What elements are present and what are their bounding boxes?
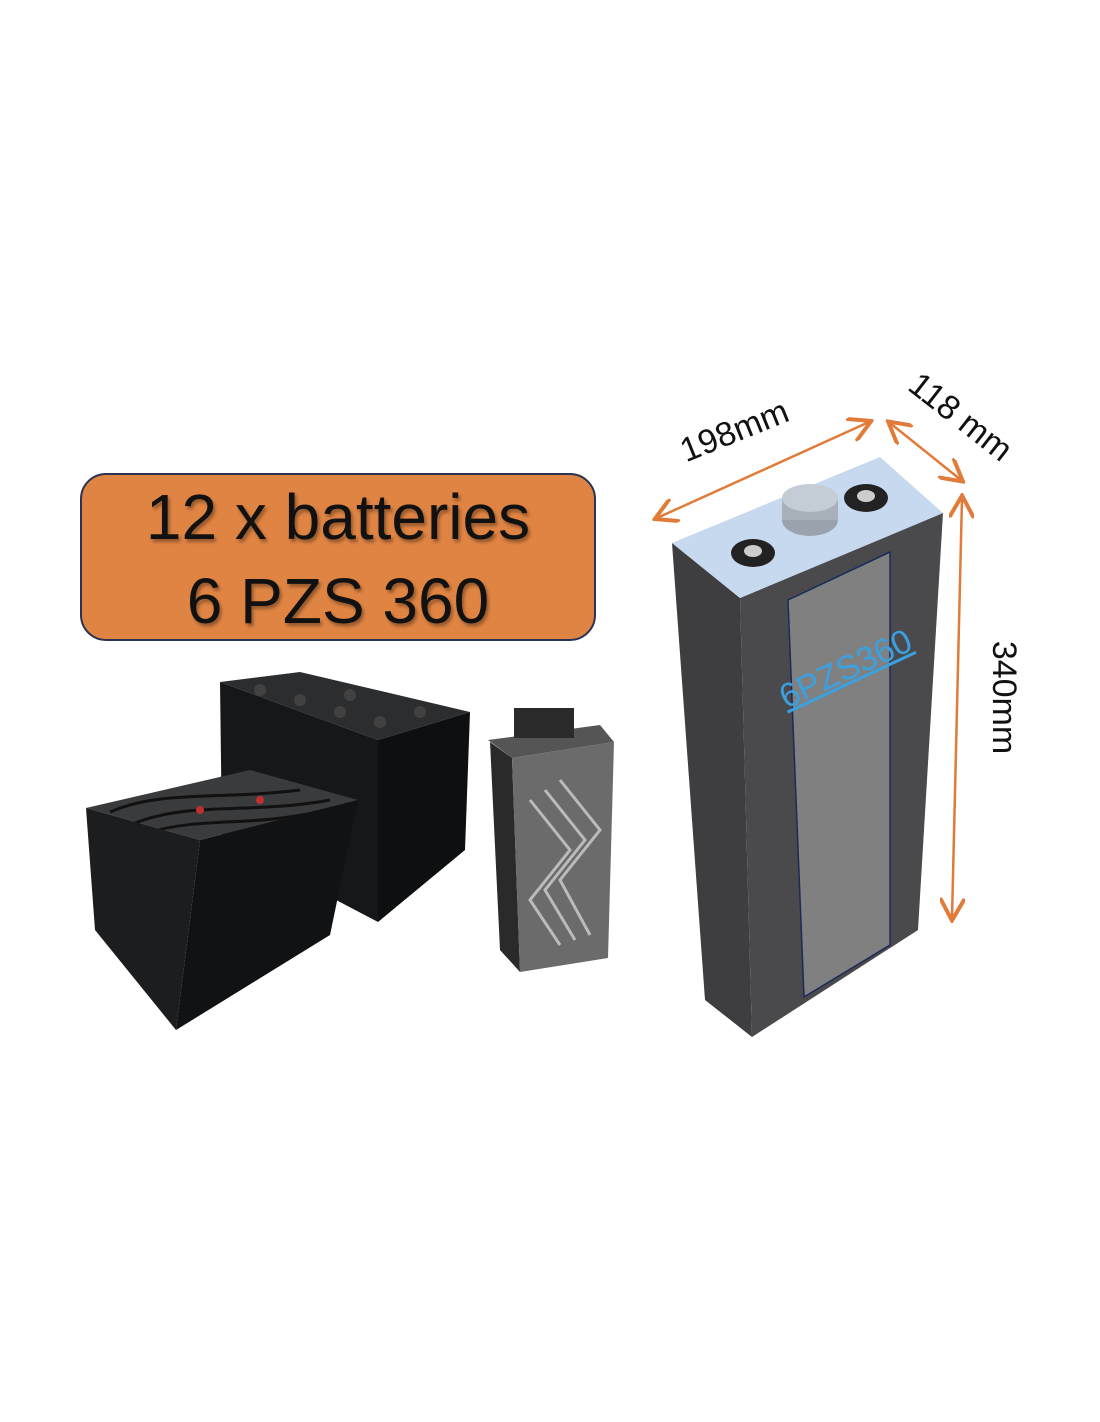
terminal-right-icon	[844, 484, 888, 512]
cell-cutaway-image	[488, 708, 614, 972]
height-dimension-arrow	[952, 498, 962, 918]
height-dimension-label: 340mm	[985, 640, 1024, 755]
width-dimension-arrow	[890, 423, 961, 480]
length-dimension-arrow	[657, 422, 869, 518]
forklift-battery-front-image	[86, 770, 358, 1030]
terminal-left-icon	[731, 539, 775, 567]
battery-cell-diagram	[672, 457, 943, 1037]
headline-line-1: 12 x batteries	[145, 481, 531, 553]
headline-line-2: 6 PZS 360	[186, 565, 490, 637]
headline-box: 12 x batteries 6 PZS 360	[80, 473, 596, 641]
vent-cap-icon	[782, 484, 838, 536]
